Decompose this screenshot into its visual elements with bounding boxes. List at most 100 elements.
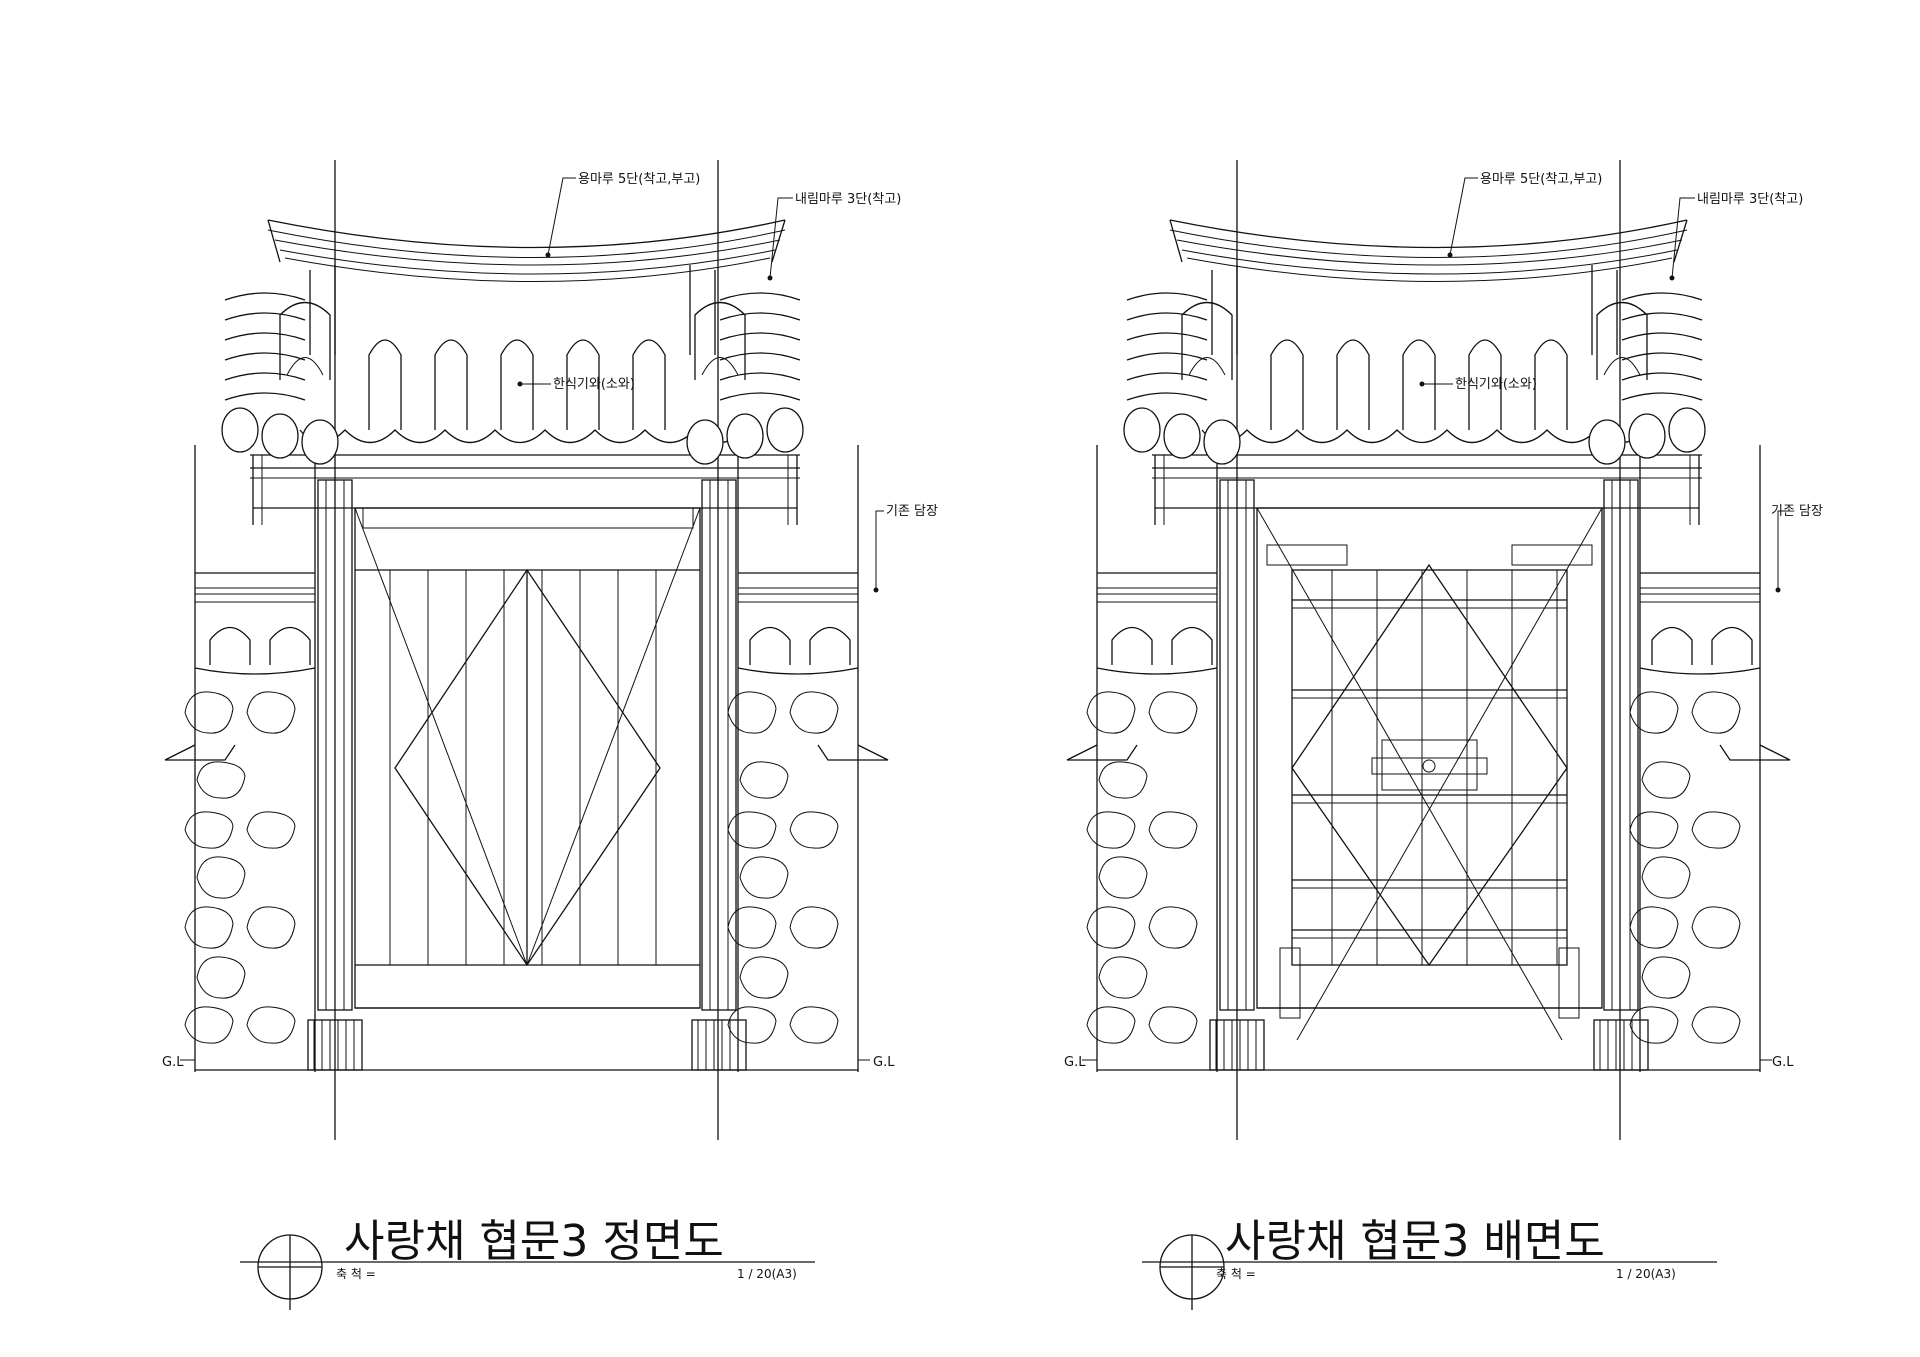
ridge-leader <box>547 177 576 256</box>
hip-arch-inner <box>1603 357 1641 376</box>
rear-bracket <box>1266 544 1348 566</box>
front-door <box>354 507 701 1009</box>
hip-tile <box>1126 392 1208 401</box>
hip-end-tile <box>1628 413 1666 459</box>
ridge-end <box>1169 219 1183 263</box>
wall-stone <box>196 761 246 799</box>
wall-stone <box>1098 761 1148 799</box>
rear-scale-label: 축 척 = <box>1216 1267 1256 1281</box>
wall-stone <box>246 811 296 849</box>
hip-tile <box>719 352 801 361</box>
hip-tile <box>1126 292 1208 301</box>
front-wall-label: 기존 담장 <box>886 504 938 519</box>
roof <box>1123 219 1706 525</box>
door-diagonal <box>354 507 528 966</box>
hip-ridge <box>309 265 336 355</box>
ridge-curve <box>1176 239 1683 266</box>
hip-tile <box>1621 292 1703 301</box>
wall-flare <box>1719 744 1791 761</box>
ridge-curve <box>267 219 786 249</box>
rear-bracket <box>1511 544 1593 566</box>
wall-cap-tile <box>1711 626 1753 665</box>
wall-cap-tile <box>1111 626 1153 665</box>
rear-hinge-post <box>1279 947 1301 1019</box>
wall-cap-tile <box>269 626 311 665</box>
ridge-curve <box>1169 219 1688 249</box>
rear-drawing <box>1066 160 1791 1310</box>
hip-tile <box>1621 312 1703 321</box>
wall-left <box>164 445 316 1072</box>
wall-stone <box>789 906 839 949</box>
hip-end-tile <box>1123 407 1161 453</box>
ridge-curve <box>267 229 786 258</box>
wall-stone <box>1086 811 1136 849</box>
wall-stone <box>789 1006 839 1044</box>
wall-cap-tile <box>1651 626 1693 665</box>
hip-tile <box>224 312 306 321</box>
wall-leader <box>1777 510 1786 590</box>
wall-cap-tile <box>749 626 791 665</box>
hip-arch-inner <box>286 357 324 376</box>
gate-post <box>1603 479 1639 1011</box>
rear-door <box>1256 507 1603 1041</box>
front-scale-value: 1 / 20(A3) <box>737 1267 797 1281</box>
front-ridge-label: 용마루 5단(착고,부고) <box>578 172 700 187</box>
hip-tile <box>719 312 801 321</box>
hip-tile <box>1126 332 1208 341</box>
wall-stone <box>246 1006 296 1044</box>
front-hip-label: 내림마루 3단(착고) <box>795 192 901 207</box>
rear-latch-box <box>1381 739 1478 791</box>
ridge-curve <box>284 257 771 282</box>
roof-round-tile <box>566 339 600 430</box>
wall-stone <box>1148 691 1198 734</box>
wall-stone <box>1629 691 1679 734</box>
wall-flare <box>817 744 889 761</box>
wall-stone <box>1691 1006 1741 1044</box>
wall-stone <box>1629 906 1679 949</box>
wall-stone <box>1691 691 1741 734</box>
wall-stone <box>196 856 246 899</box>
wall-stone <box>184 906 234 949</box>
wall-stone <box>1086 906 1136 949</box>
ridge-leader <box>1449 177 1478 256</box>
wall-stone <box>1691 811 1741 849</box>
hip-tile <box>719 372 801 381</box>
front-tile-label: 한식기와(소와) <box>553 377 635 392</box>
hip-tile <box>224 292 306 301</box>
wall-stone <box>789 691 839 734</box>
hip-arch <box>694 301 746 380</box>
rear-gl-right-label: G.L <box>1772 1055 1794 1070</box>
rear-scale-value: 1 / 20(A3) <box>1616 1267 1676 1281</box>
wall-stone <box>1629 811 1679 849</box>
ridge-curve <box>1169 229 1688 258</box>
wall-stone <box>246 906 296 949</box>
roof-round-tile <box>1336 339 1370 430</box>
hip-tile <box>1621 392 1703 401</box>
hip-end-tile <box>726 413 764 459</box>
hip-ridge <box>1211 265 1238 355</box>
rear-ridge-label: 용마루 5단(착고,부고) <box>1480 172 1602 187</box>
rear-elevation: 용마루 5단(착고,부고) 내림마루 3단(착고) 한식기와(소와) 기존 담장… <box>1064 160 1823 1310</box>
eave-scallop <box>1201 429 1648 444</box>
wall-stone <box>1691 906 1741 949</box>
rear-tile-label: 한식기와(소와) <box>1455 377 1537 392</box>
wall-cap-edge <box>737 667 859 675</box>
door-diagonal <box>526 507 701 966</box>
wall-flare <box>1066 744 1138 761</box>
ridge-curve <box>279 249 776 275</box>
rear-gl-left-label: G.L <box>1064 1055 1086 1070</box>
ridge-end <box>771 219 786 263</box>
roof-round-tile <box>368 339 402 430</box>
wall-stone <box>1086 1006 1136 1044</box>
hip-end-tile <box>221 407 259 453</box>
hip-tile <box>1621 372 1703 381</box>
wall-cap-tile <box>809 626 851 665</box>
hip-arch <box>1181 301 1233 380</box>
wall-stone <box>1641 761 1691 799</box>
wall-stone <box>727 811 777 849</box>
wall-stone <box>184 1006 234 1044</box>
hip-end-tile <box>766 407 804 453</box>
hip-tile <box>1126 312 1208 321</box>
hip-tile <box>719 392 801 401</box>
rear-title: 사랑채 협문3 배면도 <box>1225 1216 1605 1267</box>
